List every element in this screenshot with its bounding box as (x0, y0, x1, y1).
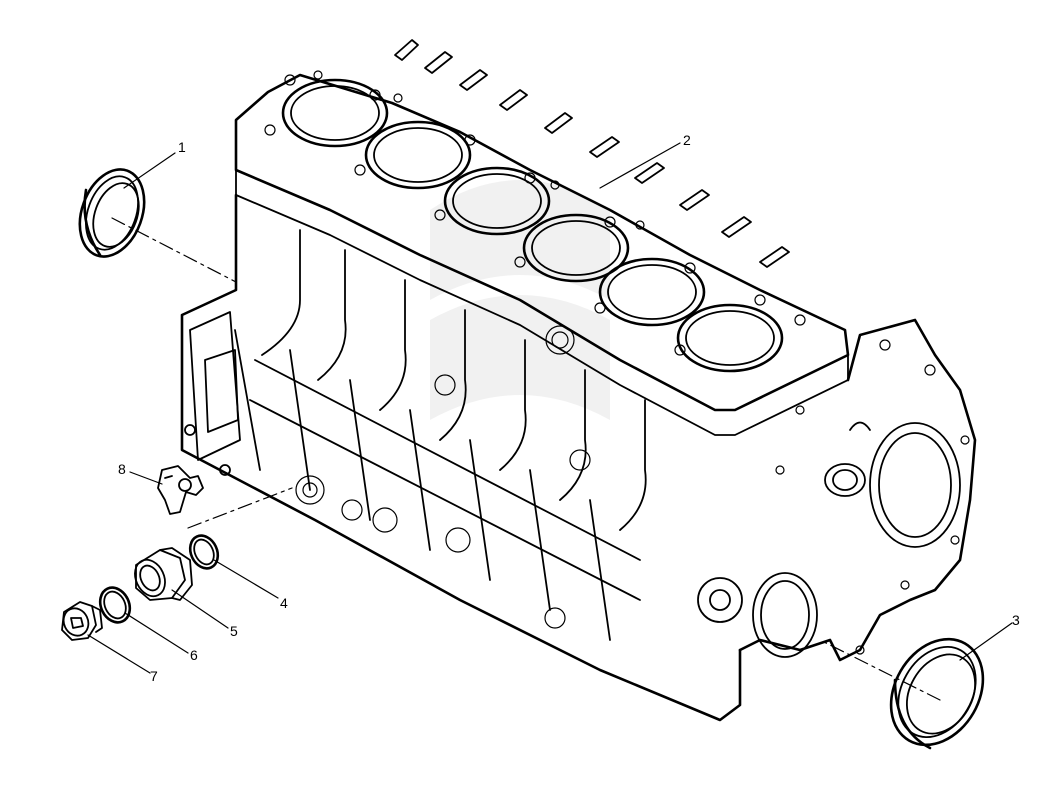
callout-8: 8 (118, 461, 126, 477)
seal-ring-rear (78, 168, 146, 258)
leader-7 (87, 634, 151, 674)
leader-1 (123, 152, 176, 189)
adapter-fitting (134, 547, 193, 601)
callout-6: 6 (190, 647, 198, 663)
leader-8 (129, 471, 163, 485)
seal-ring-front (889, 637, 985, 750)
sensor (157, 465, 204, 515)
callout-5: 5 (230, 623, 238, 639)
callout-labels: 1 2 3 4 5 6 7 8 (118, 132, 1020, 684)
leader-2 (599, 142, 681, 189)
engine-block (180, 39, 977, 722)
leader-lines (87, 142, 1013, 674)
callout-4: 4 (280, 595, 288, 611)
leader-4 (213, 559, 279, 599)
leader-3 (959, 622, 1013, 661)
callout-7: 7 (150, 668, 158, 684)
leader-5 (171, 589, 229, 629)
callout-2: 2 (683, 132, 691, 148)
plug (61, 601, 103, 641)
o-ring-4 (188, 534, 220, 570)
callout-1: 1 (178, 139, 186, 155)
center-lines (111, 217, 941, 701)
callout-3: 3 (1012, 612, 1020, 628)
leader-6 (124, 612, 189, 654)
o-ring-6 (98, 586, 132, 624)
